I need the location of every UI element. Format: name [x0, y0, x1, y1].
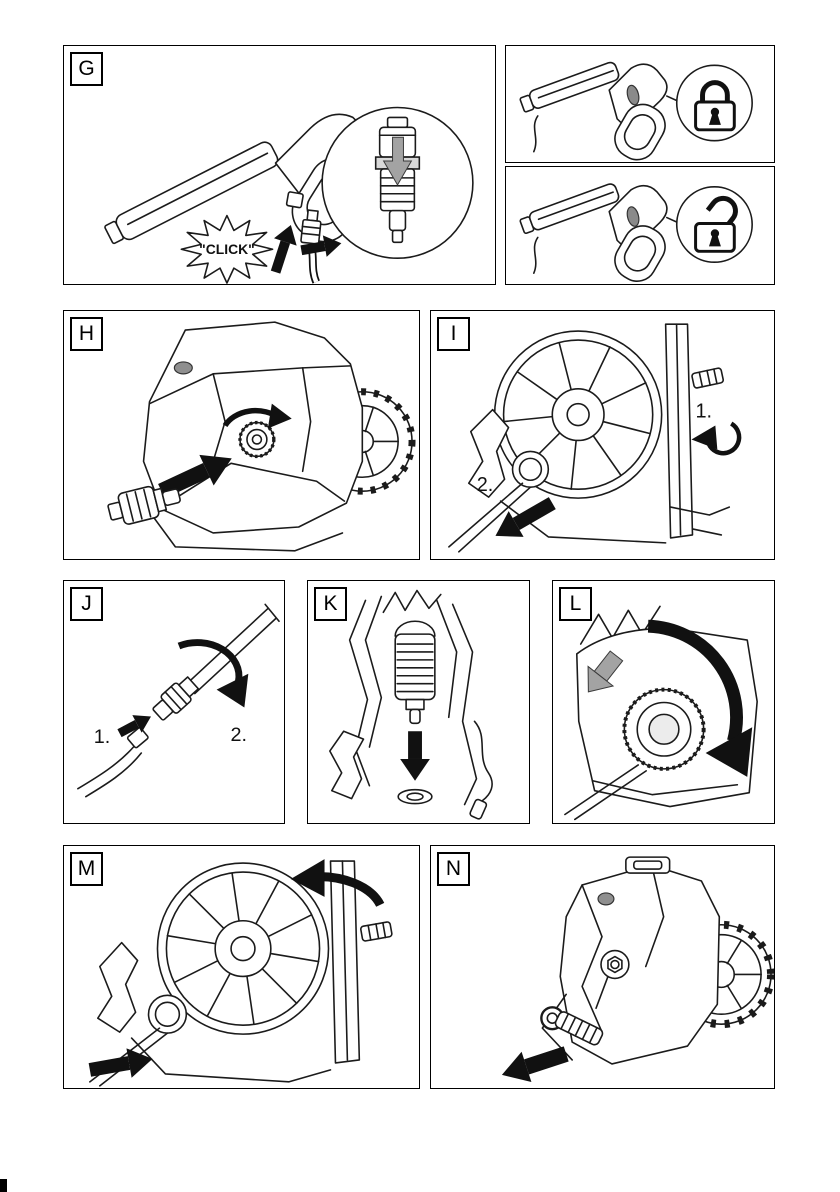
pull-arrow-icon	[495, 497, 556, 537]
click-burst: "CLICK"	[180, 214, 274, 284]
hose-inlet-port	[238, 420, 276, 459]
cable	[595, 975, 609, 1010]
hose-guide-port	[147, 994, 188, 1034]
hose-guide-port	[511, 450, 550, 488]
panel-label-j: J	[70, 587, 103, 621]
illustration-unwind-hose: 1. 2.	[448, 323, 742, 553]
handle-column	[329, 860, 361, 1064]
rotate-arrow-icon	[691, 421, 742, 456]
illustration-connect-hose-to-machine	[107, 321, 416, 552]
coupling-nut	[152, 676, 200, 721]
rotate-arrow-icon	[177, 639, 249, 708]
panel-label-h: H	[70, 317, 103, 351]
panel-n: N	[430, 845, 775, 1089]
transport-plug	[540, 1006, 604, 1046]
illustration-trigger-locked	[519, 61, 753, 161]
insert-arrow-icon	[117, 715, 151, 738]
panel-label-i: I	[437, 317, 470, 351]
handle-column	[664, 323, 731, 539]
hose-coupling	[107, 485, 181, 525]
hose	[448, 482, 532, 553]
base	[499, 500, 667, 544]
insert-arrow-icon	[400, 731, 430, 781]
illustration-connect-hose-to-lance: 1. 2.	[77, 603, 280, 798]
pull-arrow-icon	[501, 1046, 569, 1083]
illustration-wind-hose	[88, 859, 393, 1087]
outlet-port	[600, 949, 630, 980]
panel-g: G	[63, 45, 496, 285]
frame	[348, 589, 478, 806]
panel-k: K	[307, 580, 530, 824]
rotate-tighten-arrow-icon	[647, 619, 753, 777]
hose-nipple	[691, 367, 724, 389]
hose-nipple	[360, 921, 393, 942]
hose	[77, 727, 149, 798]
illustration-remove-plug	[501, 856, 774, 1083]
page-edge-mark	[0, 1179, 7, 1192]
detail-pointer-arrow-icon	[300, 235, 342, 257]
machine-body	[541, 856, 721, 1065]
step-number-2: 2.	[230, 724, 247, 746]
step-number-2: 2.	[477, 474, 494, 496]
click-text: "CLICK"	[199, 241, 255, 257]
panel-i: I	[430, 310, 775, 560]
coupling-port	[622, 687, 706, 771]
padlock-locked-icon	[675, 64, 753, 142]
panel-m: M	[63, 845, 420, 1089]
panel-h: H	[63, 310, 420, 560]
padlock-unlocked-icon	[675, 185, 753, 264]
hose-reel	[156, 862, 330, 1035]
step-number-1: 1.	[695, 401, 712, 423]
gray-slide-arrow-icon	[382, 136, 413, 186]
holder-hook	[97, 941, 139, 1033]
panel-label-l: L	[559, 587, 592, 621]
inlet-port	[397, 788, 433, 805]
step-number-1: 1.	[94, 726, 111, 748]
holder-hook	[467, 408, 510, 498]
base	[130, 1037, 332, 1083]
holder-hook	[329, 730, 365, 800]
gray-rotate-arrow-icon	[587, 650, 624, 693]
spray-gun	[519, 61, 668, 161]
rotate-arrow-icon	[290, 859, 385, 908]
power-knob	[173, 361, 193, 375]
feed-arrow-icon	[88, 1048, 153, 1078]
power-cord	[469, 720, 493, 820]
illustration-tighten-coupling	[564, 605, 758, 821]
rotate-arrow-icon	[222, 403, 292, 429]
trigger	[626, 206, 640, 227]
panel-trigger-locked	[505, 45, 775, 163]
panel-label-k: K	[314, 587, 347, 621]
panel-label-n: N	[437, 852, 470, 886]
panel-label-m: M	[70, 852, 103, 886]
hose	[564, 764, 647, 821]
water-filter	[394, 620, 436, 725]
insert-direction-arrow-icon	[270, 224, 297, 274]
spray-gun	[519, 183, 668, 282]
panel-j: J 1.	[63, 580, 285, 824]
power-knob	[597, 892, 615, 906]
panel-l: L	[552, 580, 775, 824]
panel-trigger-unlocked	[505, 166, 775, 285]
spray-lance	[186, 603, 280, 695]
connector-detail-magnifier	[321, 106, 474, 260]
illustration-trigger-unlocked	[519, 183, 753, 282]
panel-label-g: G	[70, 52, 103, 86]
illustration-insert-filter	[329, 589, 493, 820]
trigger	[626, 84, 640, 106]
illustration-connect-hose-to-gun: "CLICK"	[104, 106, 474, 284]
